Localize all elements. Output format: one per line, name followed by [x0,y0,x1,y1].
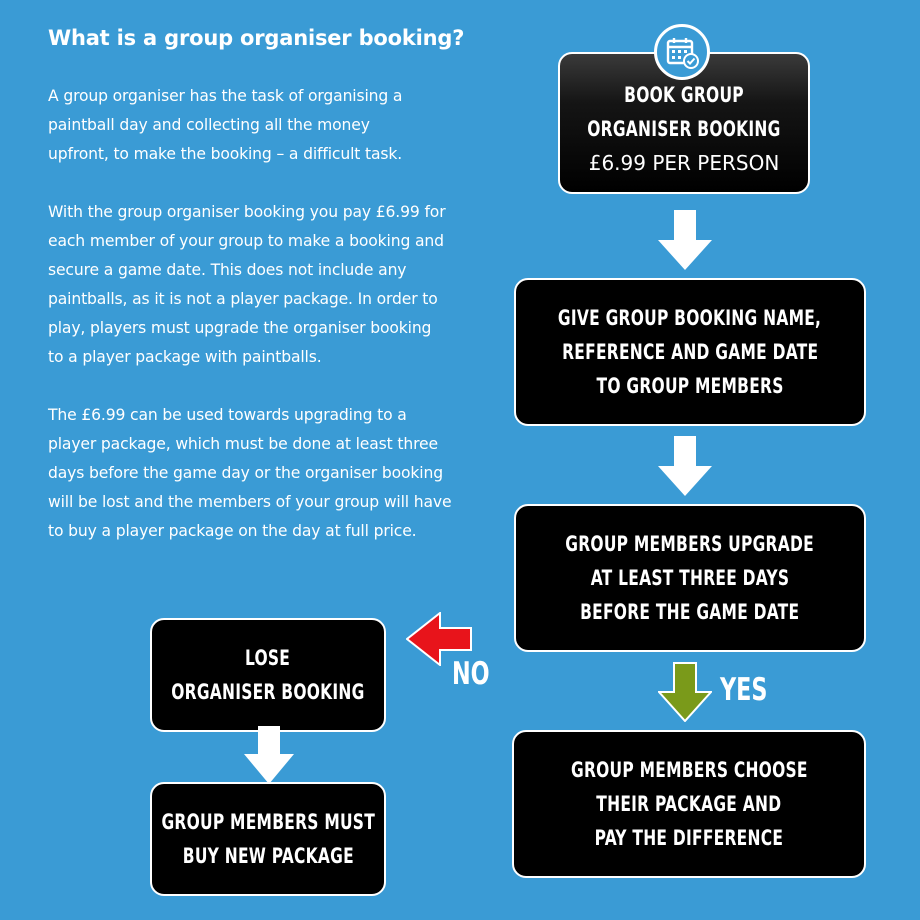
choose-box-line: PAY THE DIFFERENCE [594,826,784,850]
calendar-check-icon [654,24,710,80]
book-box-line: ORGANISER BOOKING [587,117,781,141]
lose-box-line: ORGANISER BOOKING [171,680,365,704]
book-box-price: £6.99 PER PERSON [588,151,780,175]
give-box-line: TO GROUP MEMBERS [596,374,784,398]
paragraph-line: play, players must upgrade the organiser… [48,319,432,337]
arrow-yes [658,662,712,722]
paragraph-2: With the group organiser booking you pay… [48,198,508,372]
paragraph-line: to buy a player package on the day at fu… [48,522,417,540]
give-box-line: GIVE GROUP BOOKING NAME, [558,306,822,330]
paragraph-line: will be lost and the members of your gro… [48,493,452,511]
arrow-down-3 [244,726,294,784]
paragraph-line: upfront, to make the booking – a difficu… [48,145,403,163]
choose-box-line: THEIR PACKAGE AND [596,792,782,816]
paragraph-line: With the group organiser booking you pay… [48,203,446,221]
upgrade-box: GROUP MEMBERS UPGRADE AT LEAST THREE DAY… [514,504,866,652]
give-box-line: REFERENCE AND GAME DATE [561,340,819,364]
book-box-line: BOOK GROUP [624,83,744,107]
paragraph-3: The £6.99 can be used towards upgrading … [48,401,508,546]
give-details-box: GIVE GROUP BOOKING NAME, REFERENCE AND G… [514,278,866,426]
paragraph-line: A group organiser has the task of organi… [48,87,403,105]
choose-package-box: GROUP MEMBERS CHOOSE THEIR PACKAGE AND P… [512,730,866,878]
paragraph-1: A group organiser has the task of organi… [48,82,508,169]
arrow-down-2 [658,436,712,496]
lose-box-line: LOSE [245,646,291,670]
must-box-line: BUY NEW PACKAGE [182,844,354,868]
paragraph-line: to a player package with paintballs. [48,348,322,366]
upgrade-box-line: BEFORE THE GAME DATE [580,600,800,624]
intro-text: What is a group organiser booking? A gro… [48,22,508,575]
arrow-no [406,612,472,666]
buy-new-package-box: GROUP MEMBERS MUST BUY NEW PACKAGE [150,782,386,896]
page-title: What is a group organiser booking? [48,26,465,50]
arrow-down-1 [658,210,712,270]
paragraph-line: secure a game date. This does not includ… [48,261,407,279]
upgrade-box-line: GROUP MEMBERS UPGRADE [565,532,815,556]
calendar-check-icon-svg [666,38,699,69]
yes-label: YES [720,672,768,708]
lose-booking-box: LOSE ORGANISER BOOKING [150,618,386,732]
paragraph-line: player package, which must be done at le… [48,435,438,453]
no-label: NO [452,656,490,692]
choose-box-line: GROUP MEMBERS CHOOSE [570,758,808,782]
must-box-line: GROUP MEMBERS MUST [161,810,375,834]
paragraph-line: The £6.99 can be used towards upgrading … [48,406,407,424]
paragraph-line: paintballs, as it is not a player packag… [48,290,438,308]
paragraph-line: days before the game day or the organise… [48,464,443,482]
paragraph-line: paintball day and collecting all the mon… [48,116,370,134]
paragraph-line: each member of your group to make a book… [48,232,444,250]
upgrade-box-line: AT LEAST THREE DAYS [590,566,790,590]
